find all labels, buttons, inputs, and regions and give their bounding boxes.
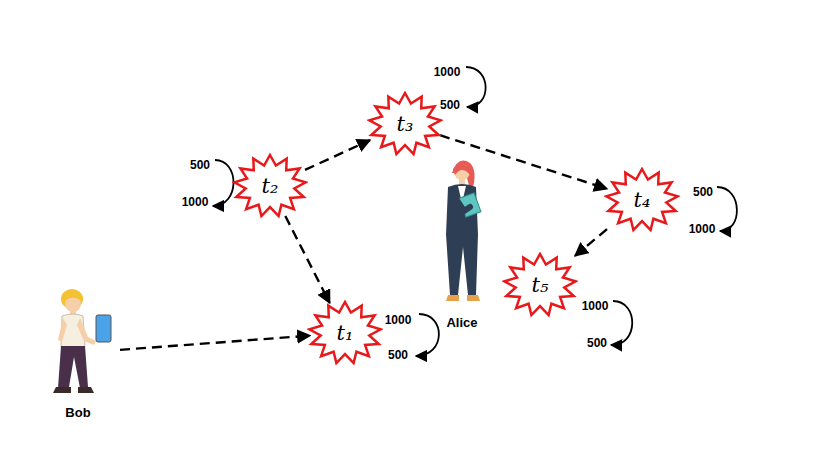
- dashed-arrow: [120, 336, 310, 350]
- cost-value: 1000: [182, 195, 209, 209]
- loop-arrow: [717, 187, 737, 231]
- cost-value: 1000: [385, 313, 412, 327]
- loop-arrow: [416, 314, 439, 356]
- cost-value: 1000: [434, 65, 461, 79]
- cost-value: 500: [190, 158, 210, 172]
- bob-figure: [53, 289, 111, 393]
- dashed-arrow: [305, 140, 370, 170]
- loop-arrow: [466, 67, 486, 107]
- event-burst: t₅: [502, 252, 578, 318]
- event-label: t₄: [634, 188, 651, 212]
- loop-arrow: [213, 160, 234, 206]
- event-label: t₂: [262, 174, 279, 198]
- cost-value: 1000: [582, 299, 609, 313]
- person-name: Alice: [422, 315, 502, 330]
- event-label: t₅: [532, 273, 549, 297]
- alice-figure: [446, 161, 481, 301]
- person-illustration: [36, 285, 120, 402]
- dashed-arrow: [285, 216, 329, 303]
- event-burst: t₁: [307, 300, 383, 366]
- loop-arrow: [611, 301, 632, 345]
- cost-value: 500: [440, 98, 460, 112]
- person-illustration: [422, 155, 502, 312]
- dashed-arrow: [575, 229, 607, 256]
- person-name: Bob: [36, 405, 120, 420]
- cost-value: 500: [693, 185, 713, 199]
- event-burst: t₃: [367, 91, 443, 157]
- cost-value: 500: [388, 348, 408, 362]
- person-figure: Alice: [422, 155, 502, 330]
- event-burst: t₄: [604, 167, 680, 233]
- person-figure: Bob: [36, 285, 120, 420]
- event-label: t₃: [397, 112, 414, 136]
- event-burst: t₂: [232, 153, 308, 219]
- cost-value: 500: [587, 336, 607, 350]
- cost-value: 1000: [689, 222, 716, 236]
- event-label: t₁: [337, 321, 354, 345]
